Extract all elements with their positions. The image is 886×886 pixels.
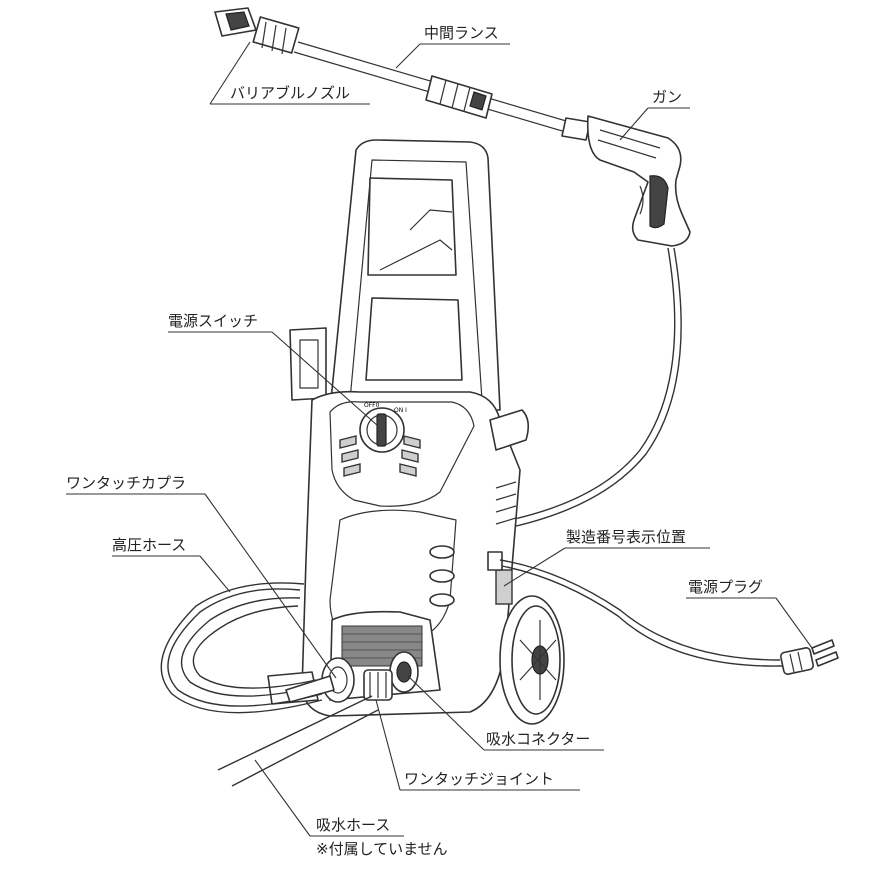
dial-on-text: ON I: [394, 407, 407, 414]
pressure-washer-body: OFF0 ON I: [267, 139, 565, 725]
callout-labels: 中間ランス バリアブルノズル ガン 電源スイッチ ワンタッチカプラ 高圧ホース …: [66, 24, 763, 858]
side-vent-slots: [429, 545, 455, 607]
label-power-switch: 電源スイッチ: [168, 312, 258, 330]
label-one-touch-coupler: ワンタッチカプラ: [66, 474, 186, 492]
spray-gun: [561, 115, 691, 247]
power-plug: [779, 639, 839, 675]
inlet-grille: [341, 625, 423, 667]
label-mid-lance: 中間ランス: [424, 24, 499, 42]
variable-nozzle: [214, 7, 300, 55]
label-variable-nozzle: バリアブルノズル: [230, 84, 350, 102]
serial-label-plate: [495, 569, 513, 605]
wheel: [499, 595, 565, 725]
one-touch-joint: [363, 669, 393, 701]
label-gun: ガン: [652, 88, 682, 106]
spray-lance-assembly: [214, 7, 691, 528]
cord-exit: [487, 551, 503, 571]
label-high-pressure-hose: 高圧ホース: [112, 536, 186, 554]
dial-off-text: OFF0: [364, 402, 380, 409]
label-intake-connector: 吸水コネクター: [486, 730, 590, 748]
power-cord: [499, 559, 839, 675]
label-intake-hose: 吸水ホース: [316, 816, 390, 834]
power-switch-dial: OFF0 ON I: [359, 402, 407, 453]
high-pressure-hose-coil: [160, 582, 335, 714]
cord-hook-ribs: [489, 409, 530, 525]
label-serial-location: 製造番号表示位置: [566, 528, 686, 546]
water-intake-connector: [389, 651, 419, 693]
intake-hose: [217, 695, 379, 787]
leader-lines: [66, 41, 813, 837]
dial-vents: [339, 435, 421, 477]
label-power-plug: 電源プラグ: [688, 578, 763, 596]
mid-lance-coupling: [425, 75, 493, 119]
label-intake-hose-note: ※付属していません: [316, 840, 448, 858]
label-one-touch-joint: ワンタッチジョイント: [404, 770, 554, 788]
